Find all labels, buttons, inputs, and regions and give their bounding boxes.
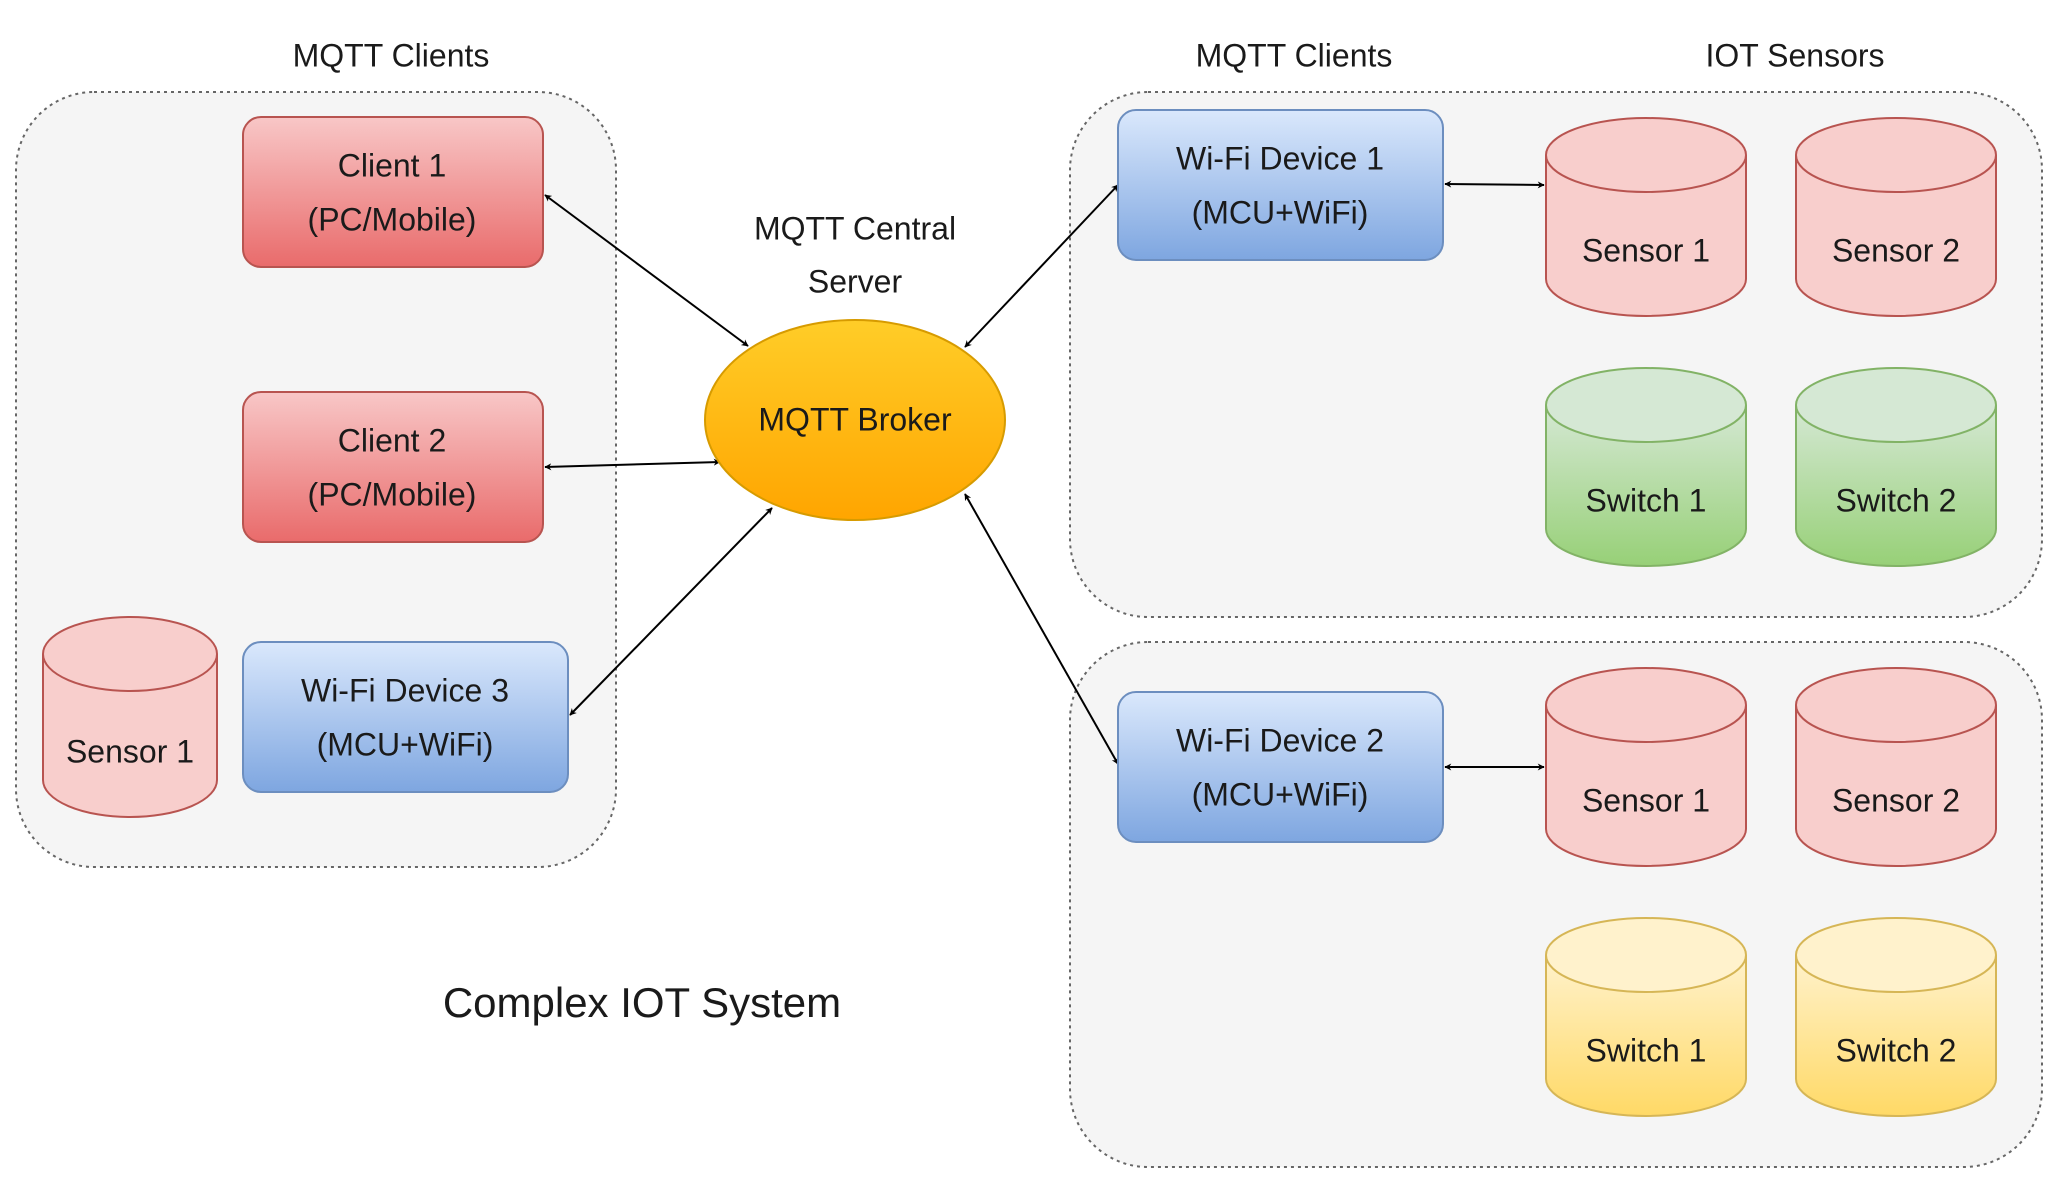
server-heading-line2: Server bbox=[808, 263, 903, 299]
wifi-device-1-type: (MCU+WiFi) bbox=[1192, 194, 1369, 230]
connector-client1-broker bbox=[544, 194, 749, 347]
bottom-switch-1[interactable]: Switch 1 bbox=[1545, 917, 1747, 1117]
wifi-device-2-box[interactable]: Wi-Fi Device 2 (MCU+WiFi) bbox=[1117, 691, 1444, 843]
top-sensor-1-label: Sensor 1 bbox=[1582, 232, 1710, 268]
bottom-sensor-2[interactable]: Sensor 2 bbox=[1795, 667, 1997, 867]
bottom-switch-2-label: Switch 2 bbox=[1836, 1032, 1957, 1068]
broker-label: MQTT Broker bbox=[758, 401, 952, 437]
iot-sensors-heading: IOT Sensors bbox=[1705, 37, 1884, 73]
bottom-switch-2[interactable]: Switch 2 bbox=[1795, 917, 1997, 1117]
server-heading-line1: MQTT Central bbox=[754, 210, 956, 246]
top-sensor-2-label: Sensor 2 bbox=[1832, 232, 1960, 268]
connectors bbox=[544, 180, 1545, 771]
connector-wifi2-broker bbox=[964, 493, 1119, 765]
top-sensor-2[interactable]: Sensor 2 bbox=[1795, 117, 1997, 317]
right-clients-heading: MQTT Clients bbox=[1196, 37, 1393, 73]
bottom-sensor-1[interactable]: Sensor 1 bbox=[1545, 667, 1747, 867]
wifi-device-2-type: (MCU+WiFi) bbox=[1192, 776, 1369, 812]
wifi-device-3-type: (MCU+WiFi) bbox=[317, 726, 494, 762]
bottom-sensor-1-label: Sensor 1 bbox=[1582, 782, 1710, 818]
wifi-device-1-box[interactable]: Wi-Fi Device 1 (MCU+WiFi) bbox=[1117, 109, 1444, 261]
diagram-title: Complex IOT System bbox=[443, 979, 841, 1026]
client-2-box[interactable]: Client 2 (PC/Mobile) bbox=[242, 391, 544, 543]
left-sensor-1-label: Sensor 1 bbox=[66, 733, 194, 769]
top-switch-2[interactable]: Switch 2 bbox=[1795, 367, 1997, 567]
client-2-name: Client 2 bbox=[338, 422, 447, 458]
client-1-name: Client 1 bbox=[338, 147, 447, 183]
wifi-device-3-box[interactable]: Wi-Fi Device 3 (MCU+WiFi) bbox=[242, 641, 569, 793]
client-1-box[interactable]: Client 1 (PC/Mobile) bbox=[242, 116, 544, 268]
top-switch-1-label: Switch 1 bbox=[1586, 482, 1707, 518]
wifi-device-1-name: Wi-Fi Device 1 bbox=[1176, 140, 1384, 176]
client-2-type: (PC/Mobile) bbox=[308, 476, 477, 512]
connector-wifi3-broker bbox=[569, 507, 773, 716]
top-sensor-1[interactable]: Sensor 1 bbox=[1545, 117, 1747, 317]
left-clients-heading: MQTT Clients bbox=[293, 37, 490, 73]
top-switch-1[interactable]: Switch 1 bbox=[1545, 367, 1747, 567]
left-sensor-1[interactable]: Sensor 1 bbox=[42, 616, 218, 818]
bottom-switch-1-label: Switch 1 bbox=[1586, 1032, 1707, 1068]
connector-wifi1-sensors bbox=[1444, 180, 1545, 189]
connector-wifi1-broker bbox=[964, 184, 1119, 348]
client-1-type: (PC/Mobile) bbox=[308, 201, 477, 237]
bottom-sensor-2-label: Sensor 2 bbox=[1832, 782, 1960, 818]
wifi-device-2-name: Wi-Fi Device 2 bbox=[1176, 722, 1384, 758]
wifi-device-3-name: Wi-Fi Device 3 bbox=[301, 672, 509, 708]
top-switch-2-label: Switch 2 bbox=[1836, 482, 1957, 518]
connector-client2-broker bbox=[544, 458, 721, 471]
mqtt-broker[interactable]: MQTT Broker bbox=[704, 319, 1006, 521]
